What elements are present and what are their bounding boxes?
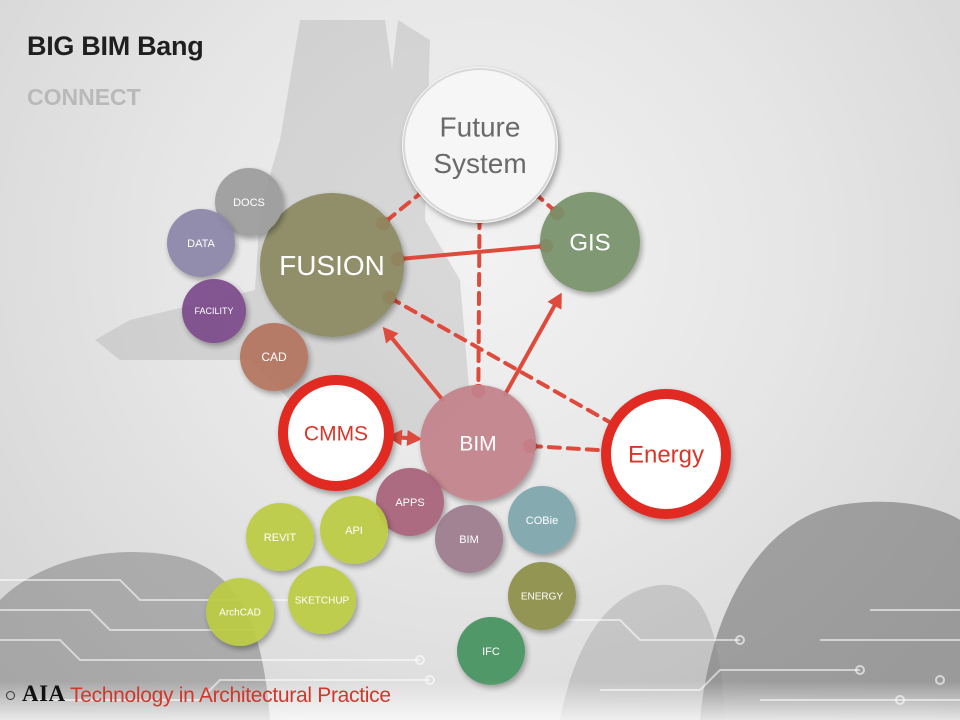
node-circle xyxy=(508,486,576,554)
node-circle xyxy=(320,496,388,564)
node-label: Future xyxy=(440,112,521,143)
node-label: Energy xyxy=(628,441,704,468)
slide-subtitle: CONNECT xyxy=(27,84,141,110)
node-label: BIM xyxy=(459,534,479,546)
edge-line xyxy=(527,444,615,453)
node-ifc: IFC xyxy=(457,617,525,685)
node-label: FUSION xyxy=(279,250,385,281)
edge-line xyxy=(387,295,622,430)
node-label: ArchCAD xyxy=(219,608,261,619)
node-apps: APPS xyxy=(376,468,444,536)
node-label: System xyxy=(433,148,526,179)
slide-title: BIG BIM Bang xyxy=(27,31,204,61)
node-label: APPS xyxy=(395,497,424,509)
node-circle xyxy=(435,505,503,573)
node-circle xyxy=(167,209,235,277)
node-data: DATA xyxy=(167,209,235,277)
arrow-head xyxy=(547,292,562,310)
ring-icon xyxy=(6,691,15,700)
node-bim: BIM xyxy=(420,385,536,501)
node-circle xyxy=(540,192,640,292)
edge-line xyxy=(476,214,482,394)
node-label: REVIT xyxy=(264,532,297,544)
node-circle xyxy=(278,375,394,491)
edge-bim-gis xyxy=(502,292,562,397)
node-label: ENERGY xyxy=(521,592,564,603)
node-label: GIS xyxy=(569,229,610,256)
node-circle xyxy=(457,617,525,685)
node-label: API xyxy=(345,525,363,537)
node-facility: FACILITY xyxy=(182,279,246,343)
node-cobie: COBie xyxy=(508,486,576,554)
edge-fusion-gis xyxy=(390,238,554,267)
node-circle xyxy=(376,468,444,536)
edge-line xyxy=(381,188,427,226)
arrow-head xyxy=(386,429,403,446)
node-api: API xyxy=(320,496,388,564)
node-revit: REVIT xyxy=(246,503,314,571)
node-gis: GIS xyxy=(540,192,640,292)
edge-line xyxy=(395,243,549,262)
edge-bim-fusion xyxy=(382,326,446,403)
node-cad: CAD xyxy=(240,323,308,391)
node-rim xyxy=(403,68,557,222)
node-archcad: ArchCAD xyxy=(206,578,274,646)
node-fusion: FUSION xyxy=(260,193,404,337)
footer: AIA Technology in Architectural Practice xyxy=(0,681,960,720)
edge-line xyxy=(502,300,559,397)
node-circle xyxy=(215,168,283,236)
node-label: BIM xyxy=(459,432,496,455)
node-energy2: ENERGY xyxy=(508,562,576,630)
node-label: IFC xyxy=(482,646,500,658)
node-circle xyxy=(420,385,536,501)
edge-bim-cmms xyxy=(386,429,423,446)
node-circle xyxy=(182,279,246,343)
rock-left xyxy=(0,552,270,720)
node-circle xyxy=(206,578,274,646)
arrow-head xyxy=(382,326,399,344)
node-circle xyxy=(246,503,314,571)
node-docs: DOCS xyxy=(215,168,283,236)
node-label: CAD xyxy=(261,350,287,364)
edge-line xyxy=(387,333,446,403)
node-label: FACILITY xyxy=(194,306,233,316)
arrow-head xyxy=(406,430,423,446)
node-circle xyxy=(260,193,404,337)
node-circle xyxy=(402,67,558,223)
rock-right xyxy=(700,501,960,720)
node-circle xyxy=(288,566,356,634)
node-label: CMMS xyxy=(304,422,368,445)
node-label: COBie xyxy=(526,515,558,527)
node-bim2: BIM xyxy=(435,505,503,573)
node-circle xyxy=(508,562,576,630)
node-sketchup: SKETCHUP xyxy=(288,566,356,634)
node-label: SKETCHUP xyxy=(295,596,350,607)
node-energy: Energy xyxy=(601,389,731,519)
footer-text: Technology in Architectural Practice xyxy=(70,684,391,707)
node-cmms: CMMS xyxy=(278,375,394,491)
node-circle xyxy=(601,389,731,519)
node-label: DATA xyxy=(187,238,215,250)
node-label: DOCS xyxy=(233,197,265,209)
footer-org: AIA xyxy=(22,681,66,706)
edge-future-bim xyxy=(471,209,487,399)
node-circle xyxy=(240,323,308,391)
